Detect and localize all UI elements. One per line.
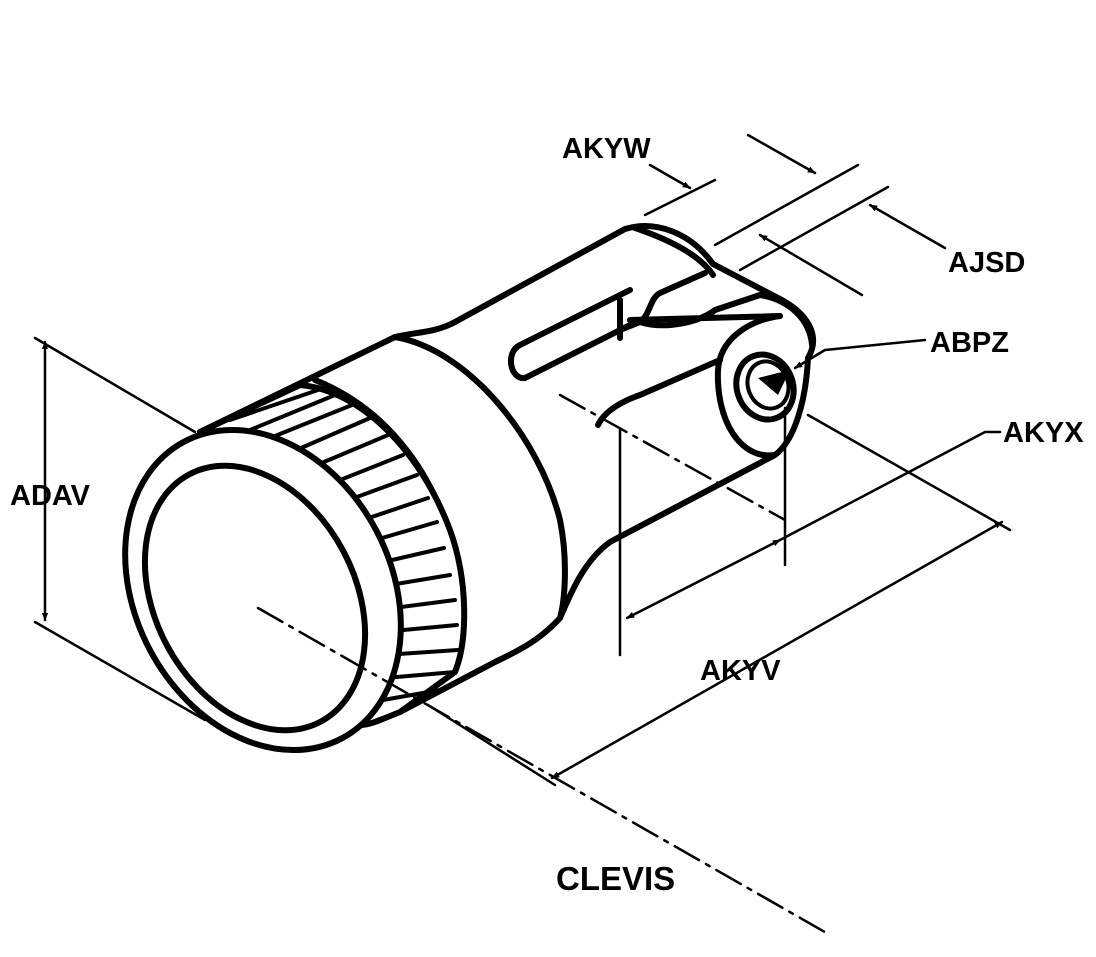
ajsd-extension-2 <box>738 185 890 272</box>
pin-hole-triangle <box>758 370 790 395</box>
ajsd-arrow-top <box>746 133 817 175</box>
label-akyv: AKYV <box>700 655 781 687</box>
abpz-leader <box>793 338 927 370</box>
centerline-2 <box>558 393 787 522</box>
akyv-dimension-line <box>550 520 1004 780</box>
akyv-extension-right <box>806 413 1012 532</box>
front-face-inner <box>141 462 369 734</box>
fork-slot-top <box>632 225 716 278</box>
label-adav: ADAV <box>10 480 91 512</box>
label-ajsd: AJSD <box>948 247 1025 279</box>
adav-extension-top <box>33 336 197 434</box>
dimension-lines <box>33 133 1012 787</box>
ajsd-arrow-bottom <box>868 203 947 250</box>
akyx-leader <box>778 430 1002 542</box>
fork-lower-face <box>714 313 783 459</box>
fork-bottom-edge <box>595 357 723 428</box>
fork-slot <box>508 287 643 381</box>
centerline <box>256 606 832 937</box>
adav-extension-bottom <box>33 620 207 722</box>
label-akyx: AKYX <box>1003 417 1084 449</box>
pin-hole-inner <box>745 359 791 411</box>
pin-hole-outer <box>733 351 797 423</box>
label-abpz: ABPZ <box>930 327 1009 359</box>
fork-lower-tine <box>627 292 815 348</box>
akyx-dimension-line <box>625 538 782 620</box>
akyv-extension-left <box>426 703 557 787</box>
ajsd-arrow-left <box>758 233 864 297</box>
akyw-leader <box>648 163 692 190</box>
akyw-extension <box>643 178 717 217</box>
dimension-labels: ADAV AKYW AJSD ABPZ AKYX AKYV CLEVIS <box>10 133 1084 897</box>
clevis-part <box>122 223 832 937</box>
label-akyw: AKYW <box>562 133 651 165</box>
diagram-title: CLEVIS <box>556 860 675 897</box>
ajsd-extension-1 <box>713 163 860 247</box>
